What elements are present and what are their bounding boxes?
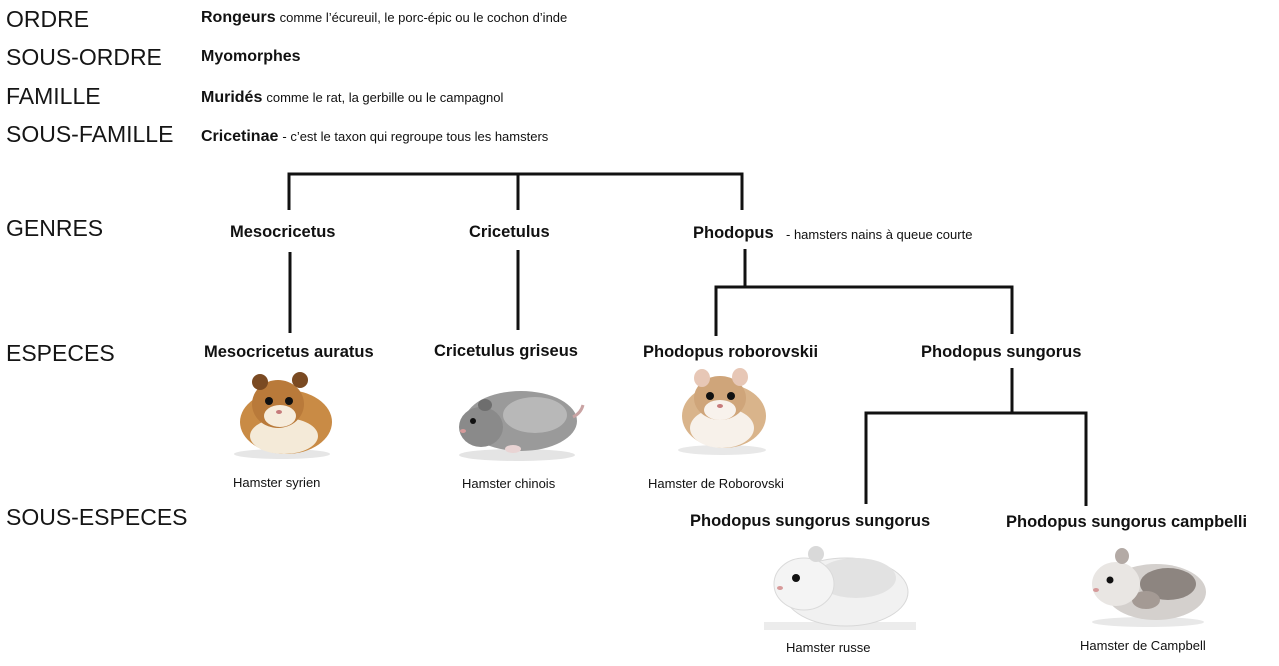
sous-espece-sungorus: Phodopus sungorus sungorus xyxy=(690,512,931,530)
common-name-roborovski: Hamster de Roborovski xyxy=(648,476,784,491)
taxon-famille-note: comme le rat, la gerbille ou le campagno… xyxy=(266,90,504,105)
rank-sous-ordre: SOUS-ORDRE xyxy=(6,44,162,70)
espece-mesocricetus-auratus: Mesocricetus auratus xyxy=(204,343,374,361)
common-name-campbell: Hamster de Campbell xyxy=(1080,638,1206,653)
taxon-famille-name: Muridés xyxy=(201,89,263,106)
rank-sous-especes: SOUS-ESPECES xyxy=(6,504,188,530)
genre-phodopus-note: - hamsters nains à queue courte xyxy=(786,227,973,242)
genre-cricetulus: Cricetulus xyxy=(469,223,550,241)
taxon-ordre-name: Rongeurs xyxy=(201,9,276,26)
common-name-syrien: Hamster syrien xyxy=(233,475,321,490)
rank-famille: FAMILLE xyxy=(6,83,101,109)
espece-cricetulus-griseus: Cricetulus griseus xyxy=(434,342,578,360)
rank-ordre: ORDRE xyxy=(6,6,90,32)
hamster-campbell-image xyxy=(1092,548,1206,627)
genre-phodopus: Phodopus xyxy=(693,224,774,242)
hamster-russe-image xyxy=(764,546,916,630)
taxon-sous-ordre-name: Myomorphes xyxy=(201,48,301,65)
taxon-sous-famille-note: - c’est le taxon qui regroupe tous les h… xyxy=(282,129,549,144)
hamster-chinois-image xyxy=(459,391,585,461)
hamster-roborovski-image xyxy=(678,368,766,455)
genre-mesocricetus: Mesocricetus xyxy=(230,223,336,241)
rank-genres: GENRES xyxy=(6,215,104,241)
espece-phodopus-sungorus: Phodopus sungorus xyxy=(921,343,1082,361)
espece-phodopus-roborovskii: Phodopus roborovskii xyxy=(643,343,819,361)
sous-espece-campbelli: Phodopus sungorus campbelli xyxy=(1006,513,1248,531)
taxon-sous-ordre: Myomorphes xyxy=(201,48,301,66)
connector-sungorus xyxy=(864,368,1088,506)
taxon-ordre-note: comme l’écureuil, le porc-épic ou le coc… xyxy=(279,10,568,25)
hamster-syrien-image xyxy=(234,372,332,459)
rank-sous-famille: SOUS-FAMILLE xyxy=(6,121,174,147)
taxon-sous-famille: Cricetinae- c’est le taxon qui regroupe … xyxy=(201,128,548,146)
taxon-sous-famille-name: Cricetinae xyxy=(201,128,279,145)
rank-especes: ESPECES xyxy=(6,340,115,366)
connector-phodopus xyxy=(714,249,1014,336)
common-name-russe: Hamster russe xyxy=(786,640,871,655)
common-name-chinois: Hamster chinois xyxy=(462,476,556,491)
connector-genres xyxy=(287,172,744,210)
